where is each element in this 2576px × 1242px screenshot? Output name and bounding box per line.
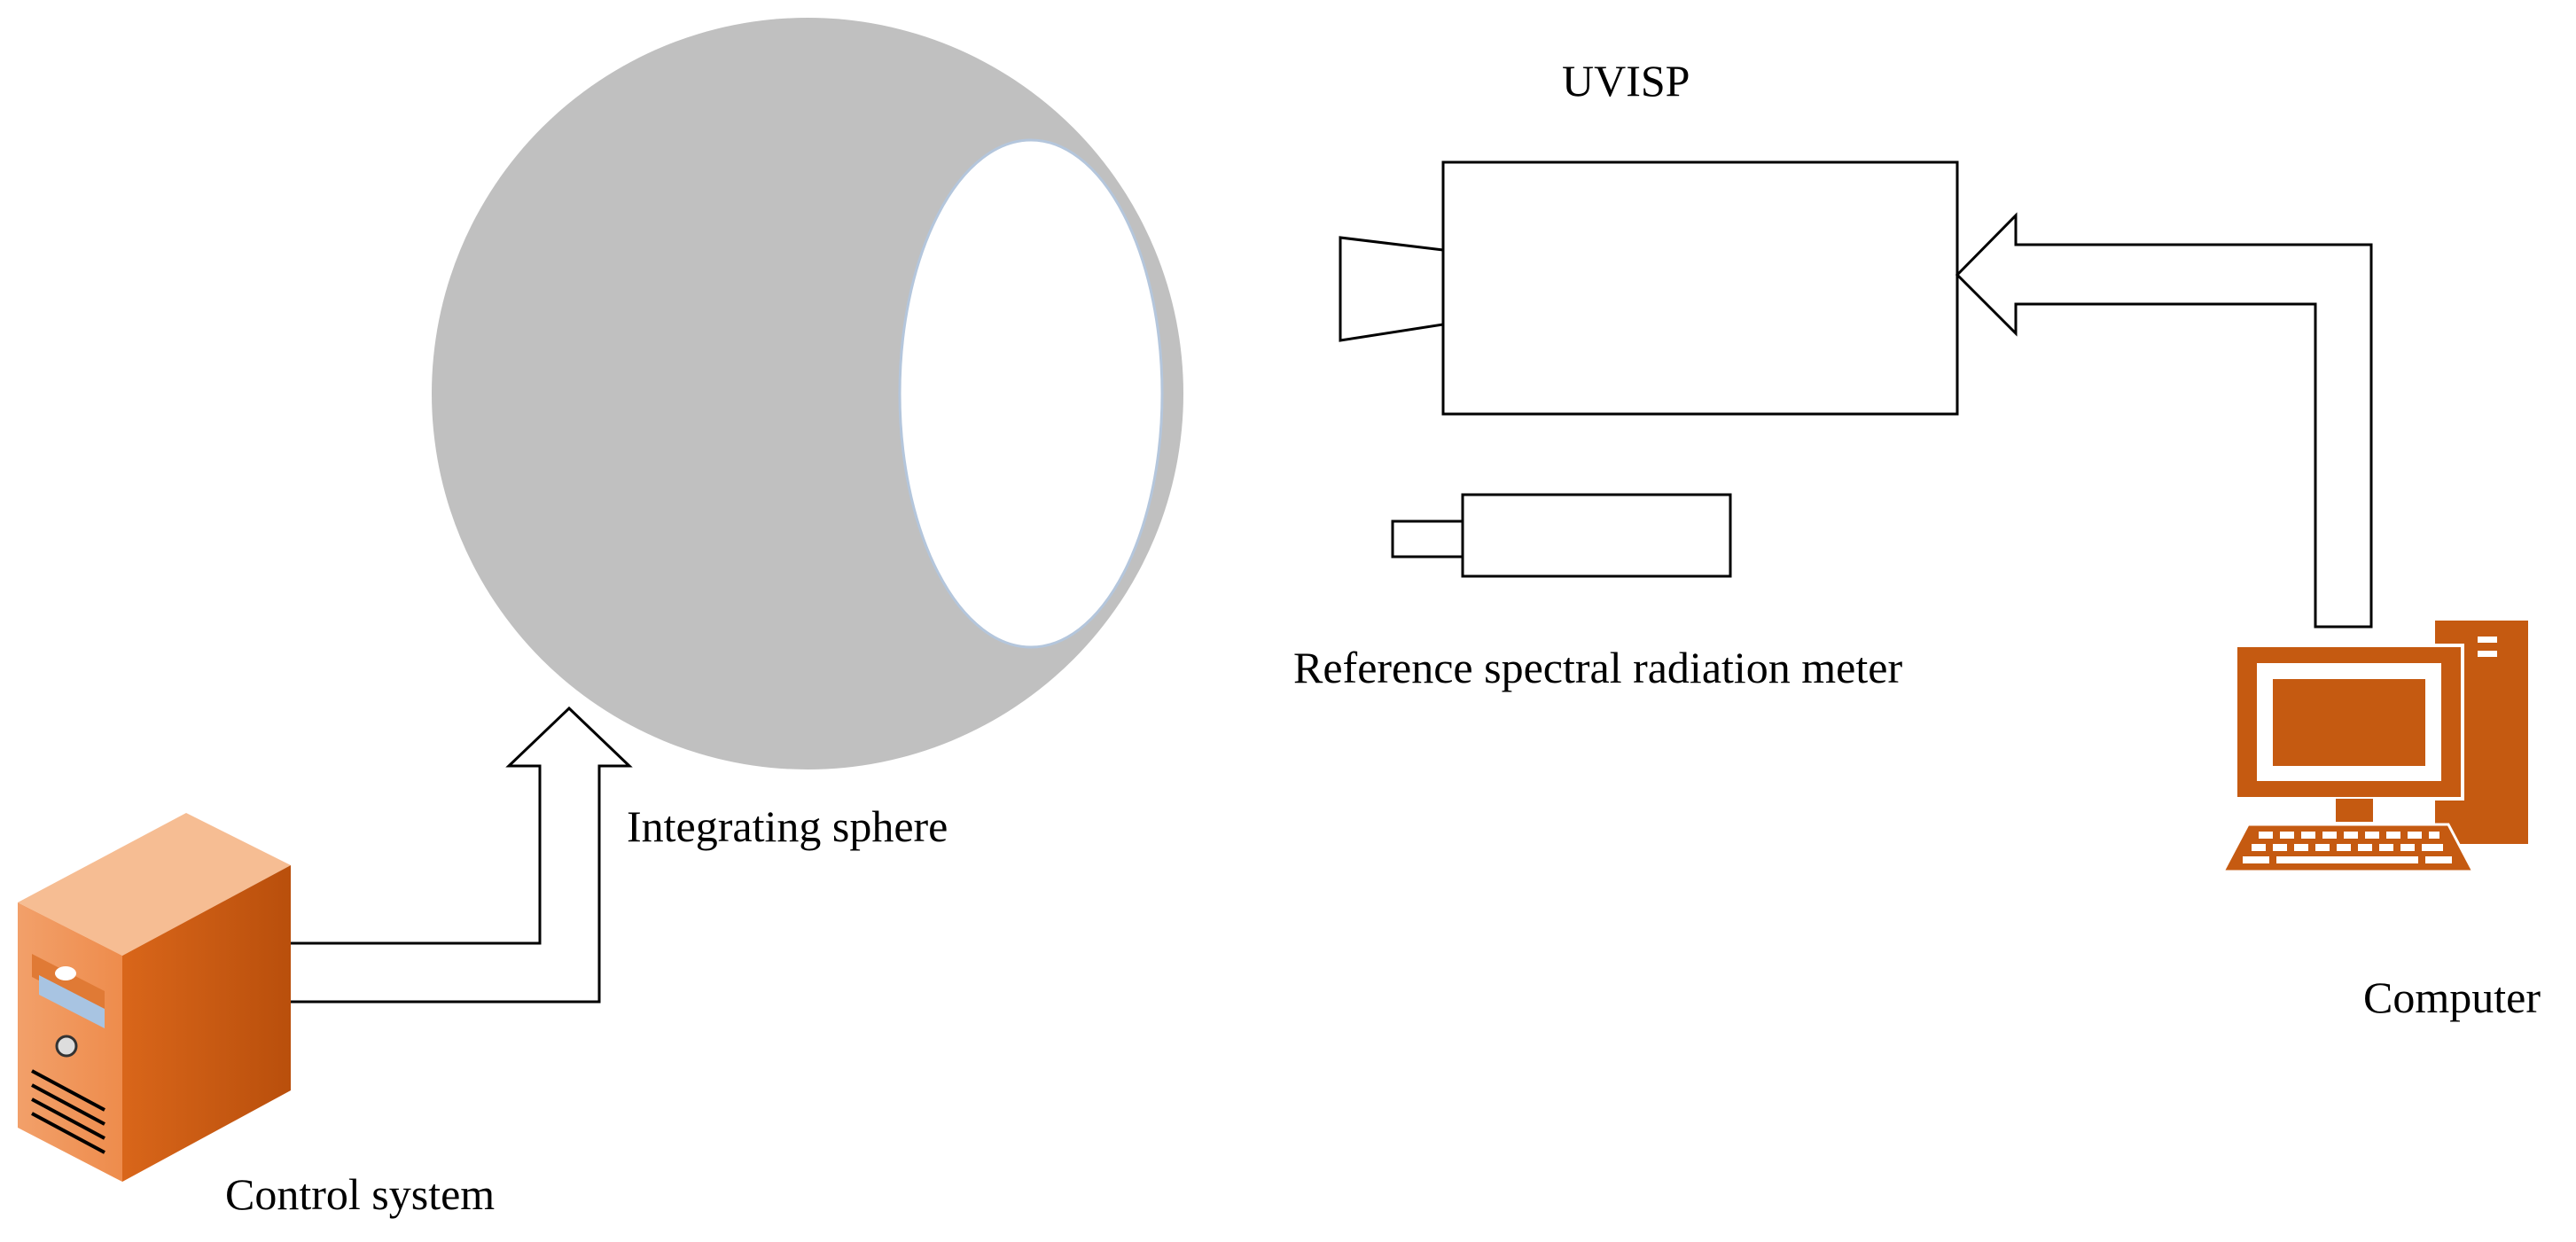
uvisp-body: [1441, 160, 1959, 416]
computer-to-uvisp-arrow: [1955, 212, 2373, 629]
reference-meter-label: Reference spectral radiation meter: [1293, 643, 1903, 692]
integrating-sphere-opening: [898, 138, 1164, 649]
computer-label: Computer: [2363, 973, 2541, 1022]
desktop-computer-icon: [2221, 621, 2528, 873]
reference-meter-body: [1461, 493, 1732, 578]
uvisp-label: UVISP: [1562, 56, 1690, 105]
uvisp-lens: [1339, 236, 1445, 342]
control-system-label: Control system: [225, 1169, 496, 1219]
reference-meter-device: [1391, 493, 1732, 578]
uvisp-device: [1339, 160, 1959, 416]
control-to-sphere-arrow: [269, 706, 633, 1004]
integrating-sphere: [432, 18, 1183, 769]
server-tower-icon: [18, 813, 291, 1182]
reference-meter-probe: [1391, 519, 1464, 559]
integrating-sphere-label: Integrating sphere: [627, 801, 948, 851]
